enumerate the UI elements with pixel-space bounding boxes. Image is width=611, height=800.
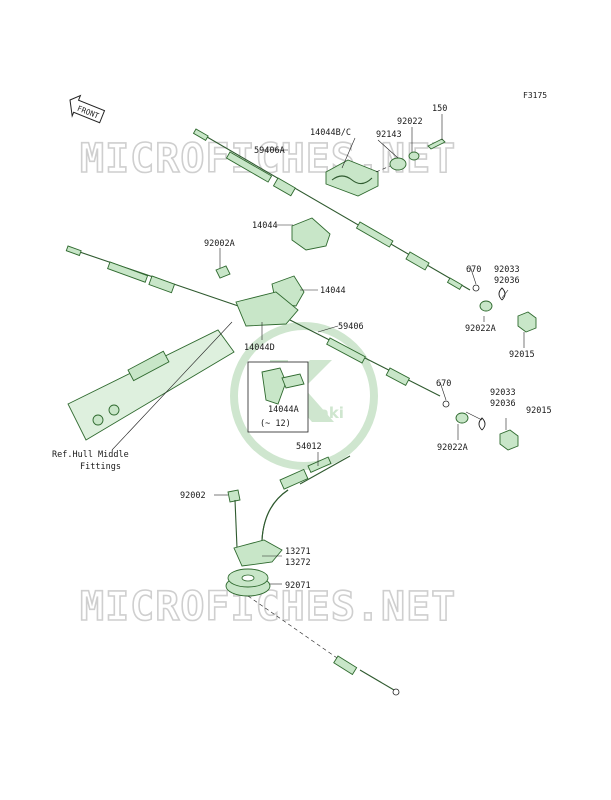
front-arrow-icon: FRONT [69,94,106,124]
bolt-92002-head [227,489,241,503]
label-92015-a: 92015 [509,350,535,360]
bracket-14044d [235,291,299,327]
label-92036-b: 92036 [490,399,516,409]
label-92143: 92143 [376,130,402,140]
label-ref-hull-line1: Ref.Hull Middle [52,450,129,460]
label-670-b: 670 [436,379,451,389]
cable-59406 [289,319,441,397]
cable-left [65,245,251,311]
cable-54012 [261,455,351,560]
label-59406: 59406 [338,322,364,332]
label-13271: 13271 [285,547,311,557]
leader-lines [111,114,525,585]
label-54012: 54012 [296,442,322,452]
label-670-a: 670 [466,265,481,275]
label-92015-b: 92015 [526,406,552,416]
label-14044a: 14044A [268,405,299,415]
label-92022a-a: 92022A [465,324,496,334]
cap-92071 [225,568,271,597]
figure-code: F3175 [523,91,547,100]
cable-59406a [192,128,471,291]
label-92022a-b: 92022A [437,443,468,453]
label-14044a-note: (~ 12) [260,419,291,429]
label-92071: 92071 [285,581,311,591]
bolt-92002a [215,265,231,279]
label-ref-hull-line2: Fittings [80,462,121,472]
hardware-upper-right [472,284,537,333]
label-59406a: 59406A [254,146,285,156]
label-92033-a: 92033 [494,265,520,275]
watermark-bottom: MICROFICHES.NET [80,584,456,630]
plate-13271 [233,539,283,567]
label-150: 150 [432,104,447,114]
label-14044bc: 14044B/C [310,128,351,138]
label-92022: 92022 [397,117,423,127]
cover-14044-top [291,217,331,251]
label-92002a: 92002A [204,239,235,249]
label-14044-mid: 14044 [320,286,346,296]
label-92033-b: 92033 [490,388,516,398]
label-13272: 13272 [285,558,311,568]
label-92036-a: 92036 [494,276,520,286]
label-92002: 92002 [180,491,206,501]
clamp-14044bc [325,138,446,197]
label-14044-top: 14044 [252,221,278,231]
hardware-lower-right [442,400,519,451]
label-14044d: 14044D [244,343,275,353]
cable-lower-path [247,595,341,661]
